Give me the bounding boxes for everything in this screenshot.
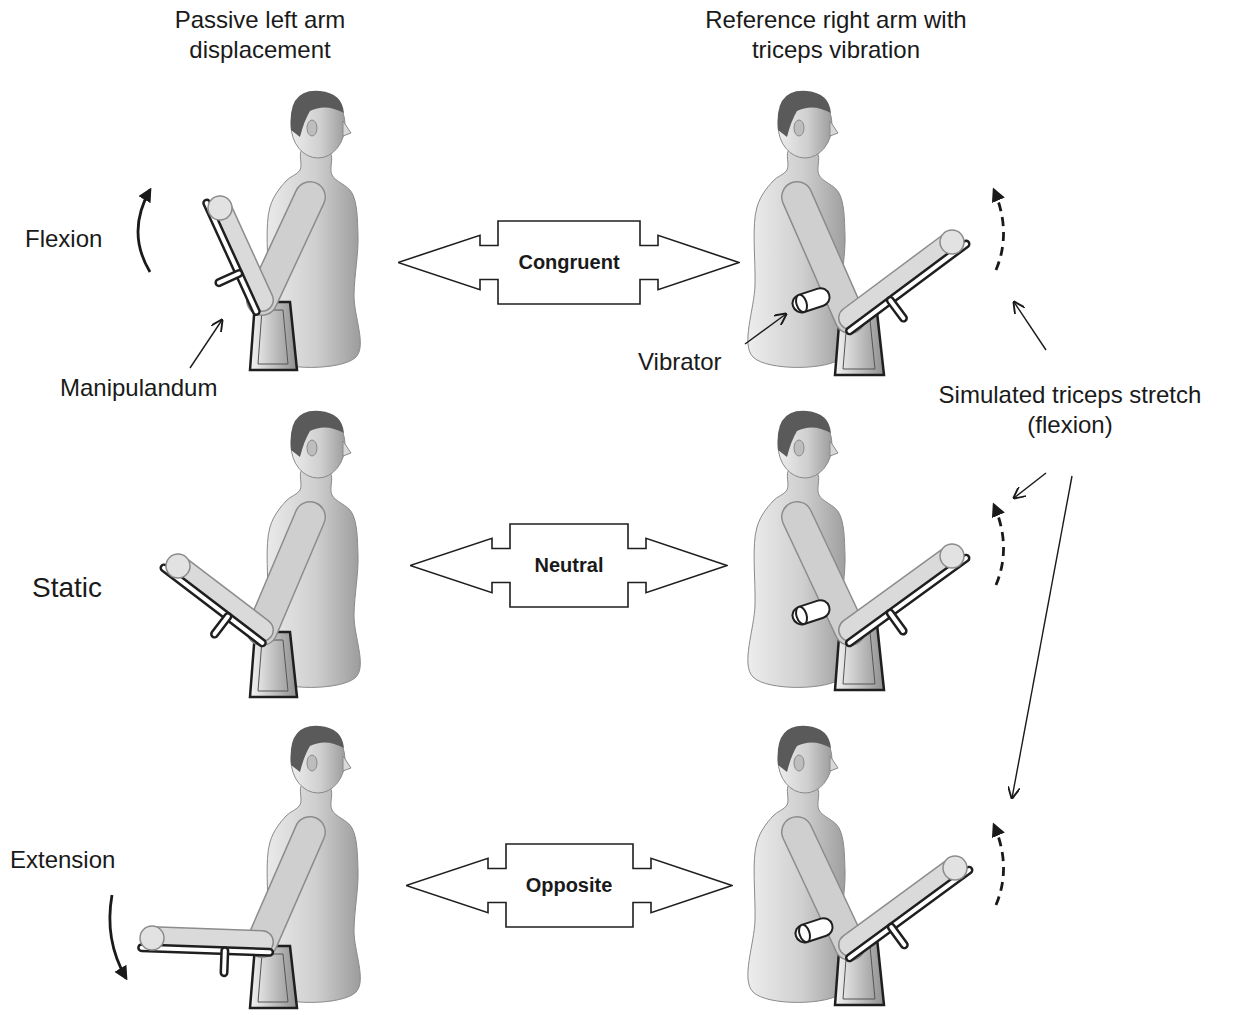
manipulandum-bar: [850, 244, 966, 331]
manipulandum-bar: [849, 870, 969, 958]
manipulandum-bar: [142, 948, 270, 953]
manipulandum-peg: [220, 951, 230, 973]
manipulandum-base: [258, 310, 288, 364]
arm-figure: [748, 726, 969, 1005]
annotation-label: Reference right arm with triceps vibrati…: [705, 5, 967, 65]
forearm: [850, 556, 952, 630]
double-block-arrow: Opposite: [406, 843, 733, 928]
hand: [940, 230, 964, 254]
simulated-movement-arrow: [994, 825, 1004, 905]
nose: [830, 121, 838, 136]
manipulandum-base: [258, 640, 288, 691]
hair: [291, 91, 344, 137]
block-arrow-shape: [406, 844, 732, 927]
manipulandum-peg: [222, 951, 227, 973]
arm-figure: [140, 726, 360, 1008]
arm-figure: [748, 411, 966, 690]
arm-figure: [748, 91, 966, 375]
forearm: [850, 242, 952, 318]
manipulandum-peg: [219, 273, 239, 282]
manipulandum-bar: [164, 568, 262, 643]
upper-arm: [262, 517, 310, 630]
nose: [830, 441, 838, 456]
leader-line: [745, 314, 786, 344]
upper-arm: [262, 832, 310, 942]
ear: [794, 440, 804, 456]
manipulandum-peg: [890, 300, 903, 318]
nose: [343, 756, 351, 771]
arrow-label: Congruent: [518, 251, 619, 274]
forearm: [152, 938, 262, 942]
leader-line: [1014, 473, 1046, 498]
arm-figure: [164, 411, 360, 697]
ear: [307, 120, 317, 136]
vibrator-symbol: [793, 916, 835, 945]
manipulandum-bar: [849, 870, 969, 958]
arm-figure: [207, 91, 361, 370]
manipulandum-peg: [215, 617, 228, 634]
ear: [794, 120, 804, 136]
hand: [208, 196, 232, 220]
simulated-movement-arrow: [994, 505, 1004, 585]
ear: [794, 755, 804, 771]
manipulandum-peg: [215, 617, 228, 634]
annotation-label: Vibrator: [638, 347, 722, 377]
annotation-label: Extension: [10, 845, 115, 875]
manipulandum-base: [258, 954, 288, 1002]
double-block-arrow: Congruent: [398, 220, 740, 305]
movement-arrow: [138, 190, 150, 272]
manipulandum-peg: [891, 927, 904, 945]
double-block-arrow: Neutral: [410, 523, 728, 608]
upper-arm: [262, 832, 310, 942]
ear: [307, 755, 317, 771]
hand: [943, 856, 967, 880]
arrow-label: Opposite: [526, 874, 613, 897]
vibrator-symbol: [790, 286, 832, 315]
arrow-label: Neutral: [535, 554, 604, 577]
nose: [343, 121, 351, 136]
annotation-label: Static: [32, 570, 102, 605]
ear: [307, 440, 317, 456]
block-arrow-shape: [398, 221, 739, 304]
vibrator-symbol: [790, 598, 832, 627]
upper-arm: [262, 197, 310, 300]
hand: [166, 554, 190, 578]
leader-line: [190, 320, 222, 368]
annotation-label: Flexion: [25, 224, 102, 254]
nose: [830, 756, 838, 771]
movement-arrow: [110, 895, 126, 978]
nose: [343, 441, 351, 456]
manipulandum-bar: [142, 948, 270, 953]
leader-line: [1012, 476, 1072, 798]
forearm: [850, 868, 955, 945]
hand: [940, 544, 964, 568]
manipulandum-peg: [890, 613, 903, 631]
annotation-label: Simulated triceps stretch (flexion): [918, 380, 1222, 440]
hair: [778, 91, 831, 137]
manipulandum-peg: [891, 927, 904, 945]
forearm: [850, 242, 952, 318]
forearm: [850, 556, 952, 630]
forearm: [152, 938, 262, 942]
hair: [778, 726, 831, 772]
forearm: [850, 868, 955, 945]
manipulandum-bar: [849, 558, 966, 643]
hair: [778, 411, 831, 457]
hand: [140, 926, 164, 950]
leader-line: [1014, 302, 1046, 350]
manipulandum-peg: [890, 613, 903, 631]
upper-arm: [262, 197, 310, 300]
hair: [291, 411, 344, 457]
hair: [291, 726, 344, 772]
manipulandum-peg: [890, 300, 903, 318]
upper-arm: [262, 517, 310, 630]
manipulandum-bar: [164, 568, 262, 643]
block-arrow-shape: [410, 524, 727, 607]
manipulandum-bar: [850, 244, 966, 331]
manipulandum-peg: [219, 273, 239, 282]
simulated-movement-arrow: [994, 190, 1004, 270]
annotation-label: Manipulandum: [60, 373, 217, 403]
manipulandum-bar: [849, 558, 966, 643]
annotation-label: Passive left arm displacement: [145, 5, 375, 65]
